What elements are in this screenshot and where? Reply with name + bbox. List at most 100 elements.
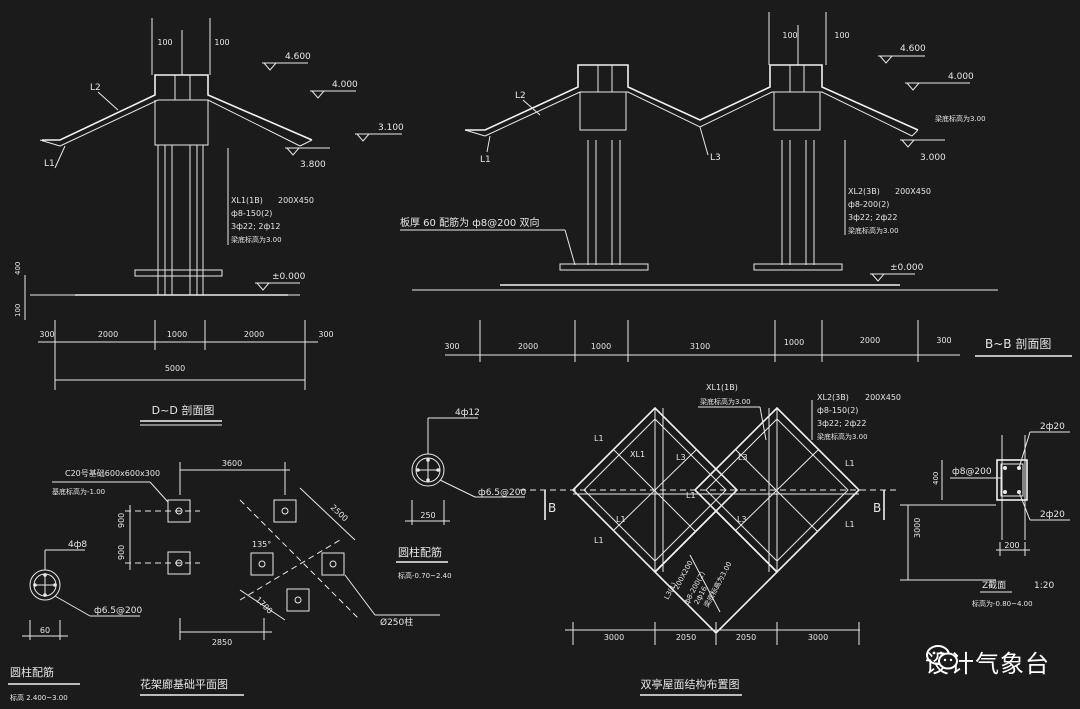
round-col-left-title: 圆柱配筋 — [10, 665, 54, 679]
roof-label-4: L3 — [738, 453, 748, 462]
col-section-dim-2: 3000 — [913, 518, 922, 538]
roof-label-9: L1 — [686, 491, 696, 500]
bb-dim-bottom-1: 300 — [444, 342, 459, 351]
col-section-rebar-tie: ф8@200 — [952, 467, 992, 477]
round-col-mid-rebar-tie: ф6.5@200 — [478, 488, 526, 498]
roof-label-5: L1 — [845, 459, 855, 468]
bb-slab-note: 板厚 60 配筋为 ф8@200 双向 — [400, 216, 539, 229]
roof-xl2-2: 200X450 — [865, 393, 901, 402]
bb-dim-top-1: 100 — [782, 31, 797, 40]
bb-beam-spec-2: 200X450 — [895, 187, 931, 196]
round-col-mid-dim: 250 — [420, 511, 435, 520]
dd-beam-spec-2: 200X450 — [278, 196, 314, 205]
foundation-plan-title: 花架廊基础平面图 — [140, 677, 228, 691]
roof-dim-1: 3000 — [604, 633, 624, 642]
dd-dim-bottom-5: 300 — [318, 330, 333, 339]
roof-xl2-3: ф8-150(2) — [817, 406, 858, 415]
col-section-dim-1: 400 — [932, 472, 940, 485]
dd-member-l2: L2 — [90, 83, 101, 93]
roof-xl1-2: 梁底标高为3.00 — [700, 397, 751, 406]
roof-plan-title: 双亭屋面结构布置图 — [641, 677, 740, 691]
round-col-mid-note: 标高-0.70~2.40 — [398, 571, 452, 580]
dd-elev-1: 4.600 — [285, 52, 311, 62]
bb-beam-spec-1: XL2(3B) — [848, 187, 880, 196]
roof-label-2: XL1 — [630, 450, 645, 459]
roof-dim-3: 2050 — [736, 633, 756, 642]
round-col-left-rebar-tie: ф6.5@200 — [94, 606, 142, 616]
roof-section-mark-left: B — [548, 501, 556, 515]
round-col-left-rebar-main: 4ф8 — [68, 540, 87, 550]
col-section-note: 标高为-0.80~4.00 — [972, 599, 1033, 608]
bb-dim-bottom-5: 1000 — [784, 338, 804, 347]
round-column-left: 4ф8 ф6.5@200 60 圆柱配筋 标高 2.400~3.00 — [8, 540, 142, 702]
foundation-plan: C20号基础600x600x300 基底标高为-1.00 3600 900 90… — [52, 459, 440, 696]
bb-member-l2: L2 — [515, 91, 526, 101]
foundation-footing-elev: 基底标高为-1.00 — [52, 487, 105, 496]
dd-elev-4: 3.800 — [300, 160, 326, 170]
watermark: 设计气象台 — [925, 644, 1050, 679]
roof-dim-2: 2050 — [676, 633, 696, 642]
dd-dim-left-1: 400 — [14, 262, 22, 275]
roof-section-mark-right: B — [873, 501, 881, 515]
wechat-icon — [926, 645, 958, 670]
dd-dim-top-1: 100 — [157, 38, 172, 47]
bb-elev-5: ±0.000 — [890, 263, 924, 273]
col-section-label: Z截面 — [982, 579, 1006, 591]
bb-dim-bottom-4: 3100 — [690, 342, 710, 351]
dd-beam-spec-4: 3ф22; 2ф12 — [231, 222, 280, 231]
dd-elev-3: 3.100 — [378, 123, 404, 133]
dd-beam-spec-5: 梁底标高为3.00 — [231, 235, 282, 244]
roof-xl2-5: 梁底标高为3.00 — [817, 432, 868, 441]
foundation-footing-note: C20号基础600x600x300 — [65, 468, 160, 478]
roof-l3-5: 梁底标高为3.00 — [702, 560, 734, 609]
dd-dim-bottom-3: 1000 — [167, 330, 187, 339]
bb-elev-2: 4.000 — [948, 72, 974, 82]
bb-dim-top-2: 100 — [834, 31, 849, 40]
bb-dim-bottom-2: 2000 — [518, 342, 538, 351]
roof-label-7: L3 — [737, 515, 747, 524]
bb-dim-bottom-7: 300 — [936, 336, 951, 345]
dd-dim-left-2: 100 — [14, 304, 22, 317]
bb-beam-spec-4: 3ф22; 2ф22 — [848, 213, 897, 222]
foundation-dim-7: 2850 — [212, 638, 232, 647]
foundation-dim-4: 2500 — [329, 503, 350, 523]
round-column-mid: 4ф12 ф6.5@200 250 圆柱配筋 标高-0.70~2.40 — [396, 408, 526, 580]
foundation-dim-1: 3600 — [222, 459, 242, 468]
col-section-rebar-bottom: 2ф20 — [1040, 510, 1065, 520]
round-col-left-dim: 60 — [40, 626, 50, 635]
foundation-dim-5: 135° — [252, 540, 271, 549]
roof-label-8: L1 — [594, 536, 604, 545]
col-section-dim-3: 200 — [1004, 541, 1019, 550]
bb-dim-bottom-3: 1000 — [591, 342, 611, 351]
bb-beam-spec-3: ф8-200(2) — [848, 200, 889, 209]
round-col-mid-title: 圆柱配筋 — [398, 545, 442, 559]
roof-label-10: L1 — [616, 515, 626, 524]
round-col-mid-rebar-main: 4ф12 — [455, 408, 480, 418]
dd-beam-spec-3: ф8-150(2) — [231, 209, 272, 218]
round-col-left-note: 标高 2.400~3.00 — [10, 693, 68, 702]
dd-dim-total: 5000 — [165, 364, 185, 373]
foundation-dim-2: 900 — [117, 513, 126, 528]
dd-elev-2: 4.000 — [332, 80, 358, 90]
dd-member-l1: L1 — [44, 159, 55, 169]
bb-beam-spec-5: 梁底标高为3.00 — [848, 226, 899, 235]
bb-section: 100 100 4.600 4.000 梁底标高为3.00 3.000 L2 L… — [400, 12, 1072, 362]
col-section-scale: 1:20 — [1034, 581, 1054, 591]
roof-plan: B B L1 XL1 L3 L3 L1 L1 L3 L1 L1 L1 XL1(1… — [520, 383, 901, 696]
bb-elev-4: 3.000 — [920, 153, 946, 163]
bb-section-title: B~B 剖面图 — [985, 337, 1051, 351]
foundation-dim-3: 900 — [117, 545, 126, 560]
roof-xl2-1: XL2(3B) — [817, 393, 849, 402]
roof-label-6: L1 — [845, 520, 855, 529]
column-section: 2ф20 ф8@200 2ф20 400 3000 200 Z截面 1:20 标… — [900, 422, 1070, 608]
foundation-dim-6: 1700 — [254, 595, 275, 616]
dd-dim-bottom-2: 2000 — [98, 330, 118, 339]
bb-member-l3: L3 — [710, 153, 721, 163]
bb-dim-bottom-6: 2000 — [860, 336, 880, 345]
bb-member-l1: L1 — [480, 155, 491, 165]
roof-label-1: L1 — [594, 434, 604, 443]
roof-label-3: L3 — [676, 453, 686, 462]
col-section-rebar-top: 2ф20 — [1040, 422, 1065, 432]
